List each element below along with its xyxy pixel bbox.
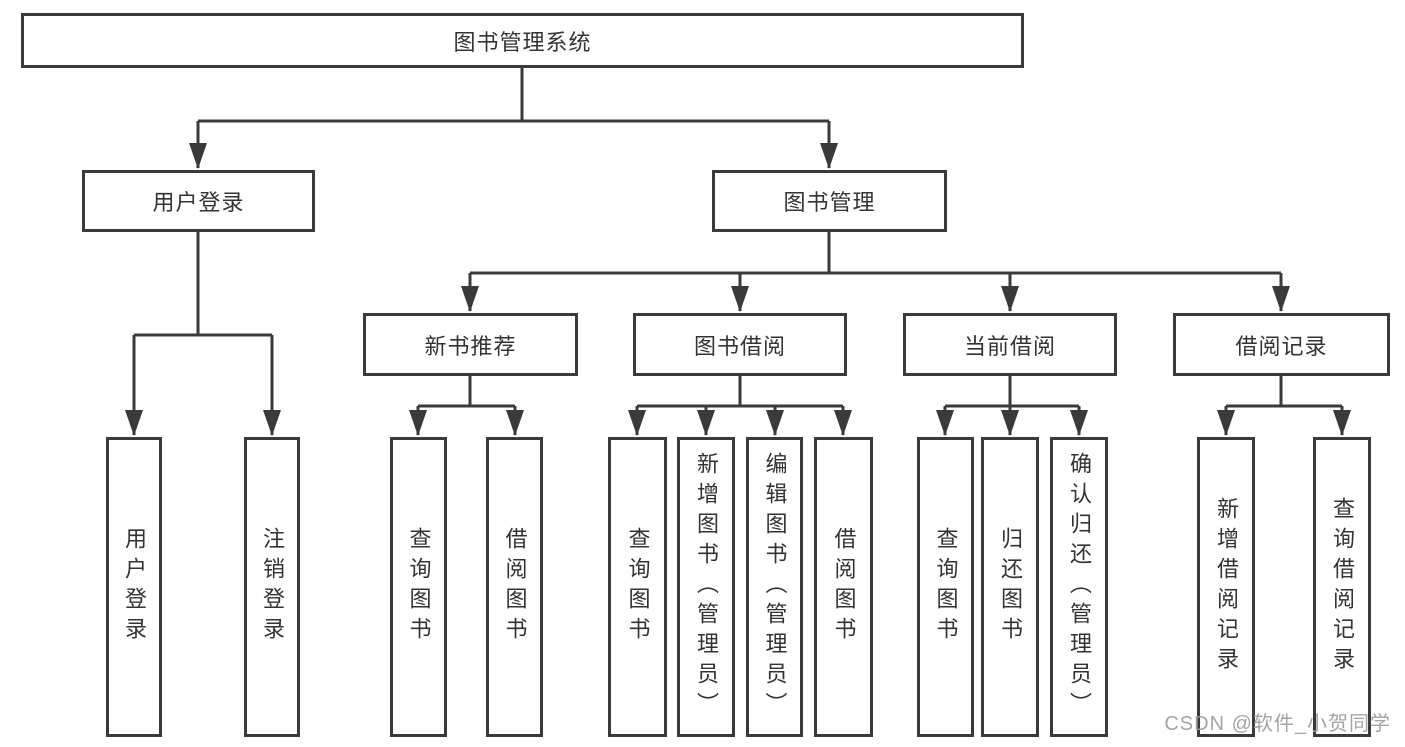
node-leaf-br-query: 查询借阅记录 <box>1313 437 1371 737</box>
node-leaf-nbr-borrow: 借阅图书 <box>486 437 543 737</box>
node-root: 图书管理系统 <box>21 13 1024 68</box>
leaf-label: 查询图书 <box>406 527 432 647</box>
connector-book-borrow-children <box>628 376 852 436</box>
node-leaf-bb-query: 查询图书 <box>608 437 667 737</box>
connector-book-mgmt-children <box>461 232 1290 312</box>
leaf-label: 借阅图书 <box>831 527 857 647</box>
node-leaf-cb-confirm: 确认归还（管理员） <box>1050 437 1108 737</box>
node-user-login: 用户登录 <box>82 170 315 232</box>
node-book-mgmt: 图书管理 <box>712 170 947 232</box>
node-leaf-bb-edit: 编辑图书（管理员） <box>746 437 803 737</box>
leaf-label: 查询图书 <box>933 527 959 647</box>
leaf-label: 查询借阅记录 <box>1330 497 1355 677</box>
leaf-label: 借阅图书 <box>502 527 528 647</box>
node-new-book-rec: 新书推荐 <box>363 313 578 376</box>
node-leaf-cb-query: 查询图书 <box>917 437 974 737</box>
node-leaf-user-login: 用户登录 <box>106 437 162 737</box>
leaf-label: 新增借阅记录 <box>1214 497 1239 677</box>
leaf-label: 查询图书 <box>625 527 651 647</box>
connector-borrow-records-children <box>1217 376 1351 436</box>
node-leaf-logout: 注销登录 <box>244 437 300 737</box>
node-current-borrow: 当前借阅 <box>903 313 1117 376</box>
node-leaf-cb-return: 归还图书 <box>981 437 1039 737</box>
leaf-label: 确认归还（管理员） <box>1067 452 1092 722</box>
leaf-label: 新增图书（管理员） <box>694 452 719 722</box>
connector-new-book-rec-children <box>409 376 524 436</box>
connector-current-borrow-children <box>936 376 1088 436</box>
leaf-label: 用户登录 <box>122 527 147 647</box>
csdn-watermark: CSDN @软件_小贺同学 <box>1164 713 1391 735</box>
leaf-label: 编辑图书（管理员） <box>762 452 788 722</box>
node-leaf-bb-borrow: 借阅图书 <box>814 437 873 737</box>
connector-root-to-level2 <box>189 68 838 169</box>
leaf-label: 归还图书 <box>998 527 1023 647</box>
node-leaf-nbr-query: 查询图书 <box>390 437 447 737</box>
node-borrow-records: 借阅记录 <box>1173 313 1390 376</box>
leaf-label: 注销登录 <box>260 527 285 647</box>
node-book-borrow: 图书借阅 <box>633 313 847 376</box>
connector-user-login-children <box>125 232 281 436</box>
node-leaf-br-add: 新增借阅记录 <box>1197 437 1255 737</box>
node-leaf-bb-add: 新增图书（管理员） <box>677 437 735 737</box>
